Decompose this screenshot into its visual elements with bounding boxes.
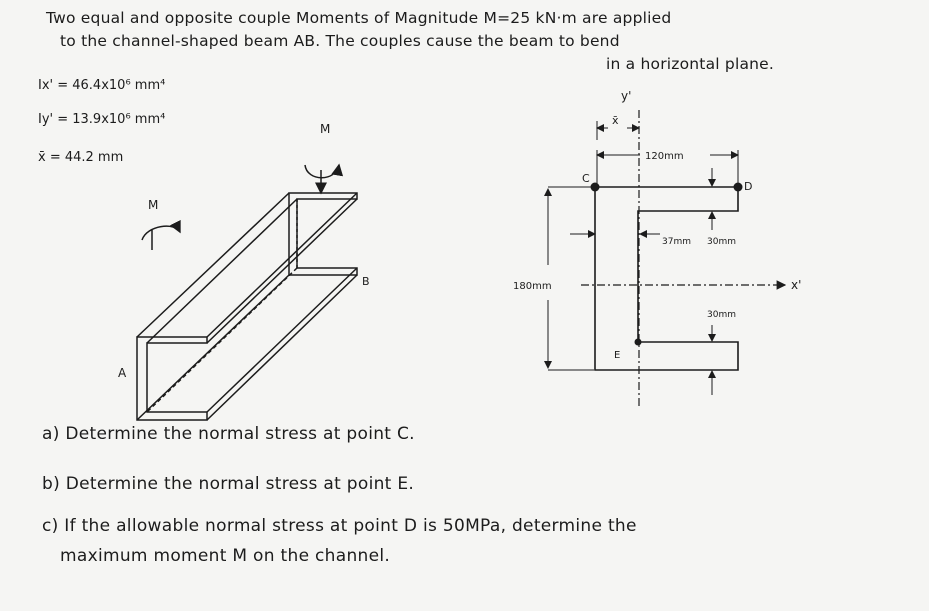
point-e-marker [634, 338, 642, 346]
moment-label-top: M [320, 122, 330, 136]
dim-width-label: 120mm [645, 151, 684, 162]
dim-flange-top-label: 30mm [707, 237, 736, 247]
point-c-label: C [582, 172, 590, 185]
problem-line-2: to the channel-shaped beam AB. The coupl… [60, 32, 620, 50]
point-d-marker [733, 182, 743, 192]
problem-line-1: Two equal and opposite couple Moments of… [46, 9, 672, 27]
dim-flange-bottom-label: 30mm [707, 310, 736, 320]
point-c-marker [590, 182, 600, 192]
end-label-a: A [118, 366, 127, 380]
moment-of-inertia-y: Iy' = 13.9x10⁶ mm⁴ [38, 112, 166, 127]
y-axis-label: y' [621, 89, 631, 103]
moment-of-inertia-x: Ix' = 46.4x10⁶ mm⁴ [38, 78, 166, 93]
point-e-label: E [614, 350, 620, 361]
moment-label-left: M [148, 198, 158, 212]
dim-height-label: 180mm [513, 281, 552, 292]
xbar-label: x̄ [612, 114, 619, 127]
dim-web-label: 37mm [662, 237, 691, 247]
question-c-line-1: c) If the allowable normal stress at poi… [42, 516, 637, 536]
problem-line-3: in a horizontal plane. [606, 55, 775, 73]
question-a: a) Determine the normal stress at point … [42, 424, 415, 444]
question-c-line-2: maximum moment M on the channel. [60, 546, 391, 566]
point-d-label: D [744, 180, 752, 193]
channel-beam-sketch [136, 163, 358, 421]
end-label-b: B [362, 275, 370, 288]
question-b: b) Determine the normal stress at point … [42, 474, 415, 494]
centroid-xbar: x̄ = 44.2 mm [38, 150, 124, 165]
x-axis-label: x' [791, 278, 801, 292]
